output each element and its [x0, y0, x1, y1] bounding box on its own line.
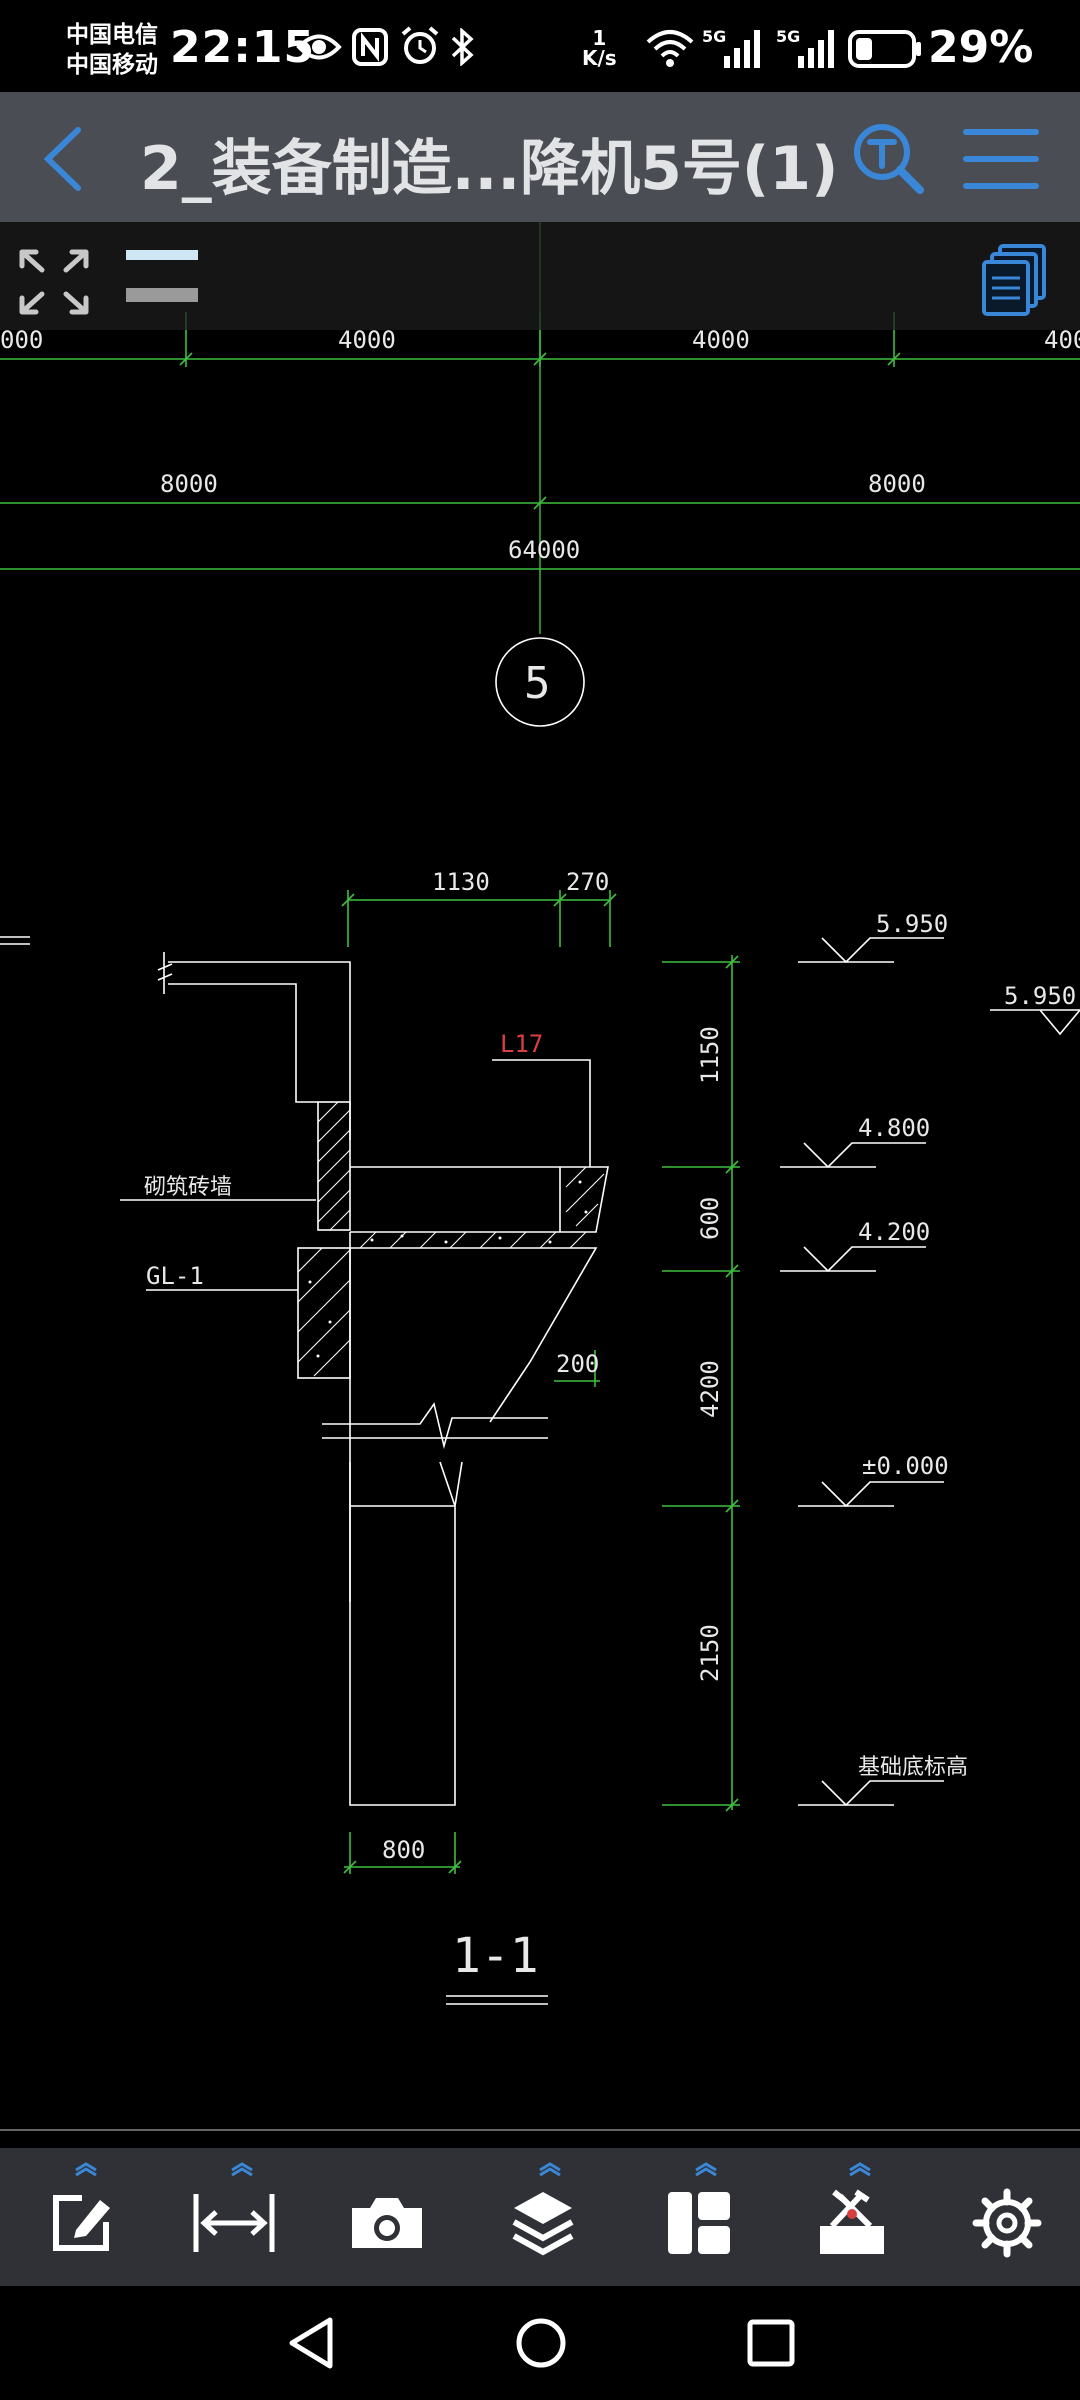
elev-text-1: 5.950: [876, 910, 948, 938]
dim-text-top-2: 4000: [338, 326, 396, 354]
dim-text-v-600: 600: [696, 1197, 724, 1240]
label-gl: GL-1: [146, 1262, 204, 1290]
dim-text-top-3: 4000: [692, 326, 750, 354]
settings-button[interactable]: [940, 2148, 1070, 2286]
dim-text-1130: 1130: [432, 868, 490, 896]
net-speed-unit: K/s: [582, 46, 617, 70]
measure-button[interactable]: [168, 2148, 298, 2286]
circle-home-icon: [516, 2318, 566, 2368]
battery-icon: [848, 30, 921, 68]
signal-1-label: 5G: [702, 27, 726, 46]
dim-text-v-4200: 4200: [696, 1360, 724, 1418]
section-title: 1-1: [452, 1928, 539, 1984]
edit-button[interactable]: [12, 2148, 142, 2286]
elev-text-5: 基础底标高: [858, 1755, 968, 1780]
dim-text-total: 64000: [508, 536, 580, 564]
carrier-2: 中国移动: [66, 52, 158, 78]
file-title: 2_装备制造...降机5号(1): [140, 134, 839, 204]
chevron-up-icon: [231, 2162, 253, 2176]
eye-icon: [296, 34, 342, 60]
layout-button[interactable]: [632, 2148, 762, 2286]
dim-text-800: 800: [382, 1836, 425, 1864]
nfc-icon: [352, 28, 388, 66]
status-bar: 中国电信 中国移动 22:15 1 K/s 5G 5G: [0, 0, 1080, 92]
drawing-canvas[interactable]: 000 4000 4000 400 8000 8000 64000 1130 2…: [0, 222, 1080, 2134]
layers-icon: [512, 2192, 574, 2256]
measure-distance-icon: [193, 2194, 275, 2252]
label-l17: L17: [500, 1030, 543, 1058]
chevron-up-icon: [75, 2162, 97, 2176]
carrier-labels: 中国电信 中国移动: [66, 20, 158, 80]
line-weight-icon[interactable]: [124, 248, 200, 304]
elev-text-3: 4.200: [858, 1218, 930, 1246]
grid-axis-bubble: [495, 637, 585, 727]
text-search-icon[interactable]: [850, 120, 926, 196]
elev-text-2: 4.800: [858, 1114, 930, 1142]
bluetooth-icon: [451, 28, 474, 66]
signal-icon: 5G: [776, 27, 834, 68]
elev-text-4: ±0.000: [862, 1452, 949, 1480]
triangle-back-icon: [289, 2317, 333, 2369]
elev-text-right: 5.950: [1004, 982, 1076, 1010]
net-speed-value: 1: [592, 26, 607, 50]
screenshot-button[interactable]: [322, 2148, 452, 2286]
layouts-icon[interactable]: [980, 242, 1050, 316]
nav-back-button[interactable]: [250, 2286, 370, 2400]
dim-text-v-2150: 2150: [696, 1624, 724, 1682]
camera-icon: [352, 2198, 422, 2248]
alarm-icon: [401, 26, 439, 64]
signal-2-label: 5G: [776, 27, 800, 46]
chevron-up-icon: [695, 2162, 717, 2176]
layers-button[interactable]: [476, 2148, 606, 2286]
carrier-1: 中国电信: [66, 22, 158, 48]
fullscreen-icon[interactable]: [18, 248, 90, 316]
clock: 22:15: [170, 22, 316, 73]
label-wall: 砌筑砖墙: [144, 1175, 232, 1200]
layout-icon: [668, 2192, 730, 2254]
signal-icon: 5G: [702, 27, 760, 68]
view-tools-bar: [0, 222, 1080, 330]
title-bar: 2_装备制造...降机5号(1): [0, 92, 1080, 222]
nav-recents-button[interactable]: [710, 2286, 830, 2400]
system-nav-bar: [0, 2286, 1080, 2400]
dim-text-mid-1: 8000: [160, 470, 218, 498]
dim-text-top-4: 400: [1044, 326, 1080, 354]
menu-icon[interactable]: [962, 126, 1040, 192]
bottom-toolbar: [0, 2148, 1080, 2286]
tools-button[interactable]: [786, 2148, 916, 2286]
grid-axis-label: 5: [524, 658, 551, 709]
battery-percent: 29%: [928, 22, 1034, 73]
net-speed: 1 K/s: [582, 28, 617, 68]
dim-text-mid-2: 8000: [868, 470, 926, 498]
dim-text-200: 200: [556, 1350, 599, 1378]
back-icon[interactable]: [36, 124, 92, 194]
chevron-up-icon: [849, 2162, 871, 2176]
dim-text-v-1150: 1150: [696, 1026, 724, 1084]
edit-icon: [53, 2195, 110, 2251]
dim-text-270: 270: [566, 868, 609, 896]
square-recents-icon: [747, 2319, 795, 2367]
chevron-up-icon: [539, 2162, 561, 2176]
dim-text-top-1: 000: [0, 326, 43, 354]
gear-icon: [972, 2188, 1042, 2258]
toolbox-icon: [820, 2189, 884, 2254]
nav-home-button[interactable]: [480, 2286, 600, 2400]
wifi-icon: [646, 30, 694, 67]
